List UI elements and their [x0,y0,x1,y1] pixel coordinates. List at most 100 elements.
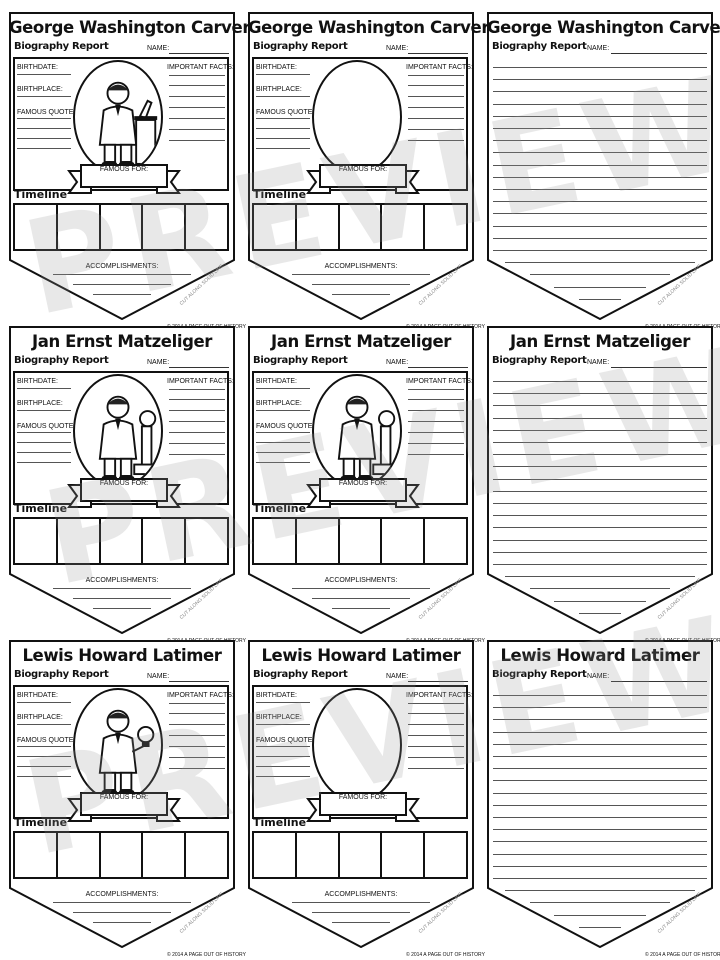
write-line [17,766,71,767]
write-line [169,724,225,725]
scientist-with-microscope-icon [75,64,161,172]
name-line[interactable] [169,53,229,54]
write-line [505,576,695,578]
write-line [169,96,225,97]
write-line [73,912,171,913]
timeline-cell[interactable] [143,833,187,877]
write-line [493,780,707,782]
write-line [292,274,430,275]
timeline-cell[interactable] [186,205,227,249]
name-line[interactable] [408,681,468,682]
write-line [17,462,71,463]
timeline-cell[interactable] [340,205,383,249]
write-line [493,804,707,806]
timeline-cell[interactable] [58,833,101,877]
write-line [493,490,707,492]
write-line [493,381,707,382]
name-label: NAME: [386,359,409,366]
timeline-cell[interactable] [186,833,227,877]
write-line [169,389,225,390]
timeline-cell[interactable] [425,205,466,249]
famous-quote-label: FAMOUS QUOTE: [256,423,315,430]
timeline-cell[interactable] [58,205,101,249]
name-line[interactable] [611,53,707,54]
timeline-cell[interactable] [15,205,58,249]
name-line[interactable] [408,53,468,54]
write-line [17,746,71,747]
write-line [53,588,191,589]
write-line [505,262,695,264]
timeline-cell[interactable] [382,205,426,249]
timeline-cell[interactable] [186,519,227,563]
timeline-cell[interactable] [101,833,144,877]
name-line[interactable] [611,367,707,368]
write-line [17,388,71,389]
card-title: George Washington Carver [487,18,720,37]
write-line [17,128,71,129]
write-line [505,890,695,892]
timeline-cell[interactable] [297,519,340,563]
timeline-cell[interactable] [143,519,187,563]
accomplishments-label: ACCOMPLISHMENTS: [85,577,159,584]
timeline-cell[interactable] [101,519,144,563]
name-line[interactable] [169,681,229,682]
famous-quote-label: FAMOUS QUOTE: [17,423,76,430]
write-line [493,152,707,154]
card-title: Lewis Howard Latimer [500,646,700,665]
name-line[interactable] [611,681,707,682]
name-line[interactable] [169,367,229,368]
write-line [493,731,707,733]
timeline-cell[interactable] [382,833,426,877]
card-subtitle: Biography Report [492,355,587,366]
famous-for-label: FAMOUS FOR: [338,794,388,801]
name-label: NAME: [587,45,610,52]
card-title: Lewis Howard Latimer [22,646,222,665]
timeline-cell[interactable] [382,519,426,563]
timeline-cell[interactable] [15,833,58,877]
write-line [408,399,464,400]
write-line [493,564,707,565]
name-label: NAME: [147,45,170,52]
write-line [256,432,310,433]
write-line [493,841,707,843]
write-line [493,515,707,517]
write-line [493,695,707,696]
birthplace-label: BIRTHPLACE: [17,400,63,407]
timeline-cell[interactable] [15,519,58,563]
timeline-cell[interactable] [297,833,340,877]
card-title: Lewis Howard Latimer [261,646,461,665]
timeline-cell[interactable] [254,519,297,563]
pennant-outline [248,12,474,320]
timeline-boxes [252,203,468,251]
pennant-outline [9,640,235,948]
report-box [13,685,229,819]
write-line [312,912,410,913]
write-line [169,735,225,736]
timeline-cell[interactable] [425,833,466,877]
write-line [17,776,71,777]
write-line [493,140,707,142]
write-line [169,768,225,769]
timeline-cell[interactable] [425,519,466,563]
timeline-cell[interactable] [340,833,383,877]
portrait-oval [73,60,163,174]
portrait-oval [73,374,163,488]
timeline-cell[interactable] [143,205,187,249]
write-line [493,878,707,879]
timeline-cell[interactable] [101,205,144,249]
timeline-cell[interactable] [340,519,383,563]
timeline-cell[interactable] [254,205,297,249]
write-line [17,724,71,725]
timeline-cell[interactable] [58,519,101,563]
portrait-oval [73,688,163,802]
write-line [408,389,464,390]
write-line [332,294,390,295]
write-line [408,713,464,714]
write-line [493,393,707,395]
timeline-cell[interactable] [297,205,340,249]
write-line [578,612,622,614]
write-line [493,213,707,215]
name-line[interactable] [408,367,468,368]
timeline-cell[interactable] [254,833,297,877]
